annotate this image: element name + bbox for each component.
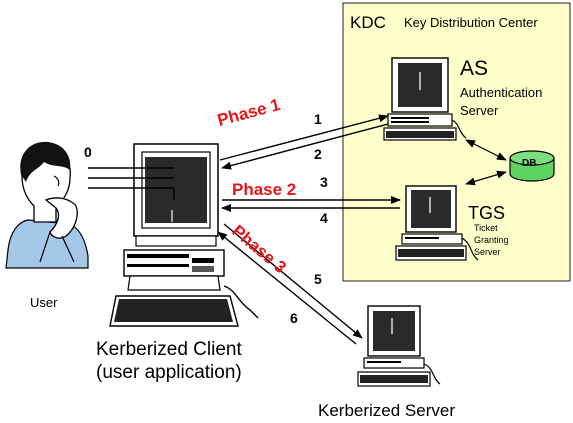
step-2: 2	[314, 146, 322, 162]
tgs-line3: Server	[474, 247, 501, 257]
phase-2-label: Phase 2	[232, 180, 297, 199]
arrow-step-5	[223, 223, 363, 339]
step-6: 6	[290, 310, 298, 326]
tgs-line1: Ticket	[474, 223, 498, 233]
db-cylinder	[509, 150, 555, 182]
as-line1: Authentication	[460, 85, 543, 100]
db-label: DB	[522, 158, 537, 169]
as-line2: Server	[460, 103, 499, 118]
step-4: 4	[320, 210, 328, 226]
server-label: Kerberized Server	[318, 401, 456, 420]
as-db-link	[465, 139, 507, 161]
kdc-title: Key Distribution Center	[404, 15, 538, 30]
client-computer	[109, 143, 259, 327]
user-figure	[5, 141, 89, 269]
user-input-lines	[88, 167, 175, 200]
arrow-step-2	[221, 123, 389, 170]
tgs-computer	[395, 185, 479, 261]
arrow-step-6	[217, 231, 357, 345]
as-abbr: AS	[460, 57, 489, 80]
step-3: 3	[320, 174, 328, 190]
tgs-abbr: TGS	[468, 203, 506, 223]
step-0: 0	[84, 144, 92, 160]
step-1: 1	[314, 111, 322, 127]
step-5: 5	[314, 271, 322, 287]
client-label-line2: (user application)	[96, 362, 242, 383]
arrow-step-1	[219, 114, 389, 161]
tgs-db-link	[465, 170, 507, 186]
kdc-abbr: KDC	[350, 13, 386, 32]
server-computer	[357, 305, 441, 387]
user-label: User	[30, 295, 58, 310]
as-computer	[383, 57, 467, 141]
tgs-line2: Granting	[474, 235, 509, 245]
client-label-line1: Kerberized Client	[96, 339, 242, 360]
